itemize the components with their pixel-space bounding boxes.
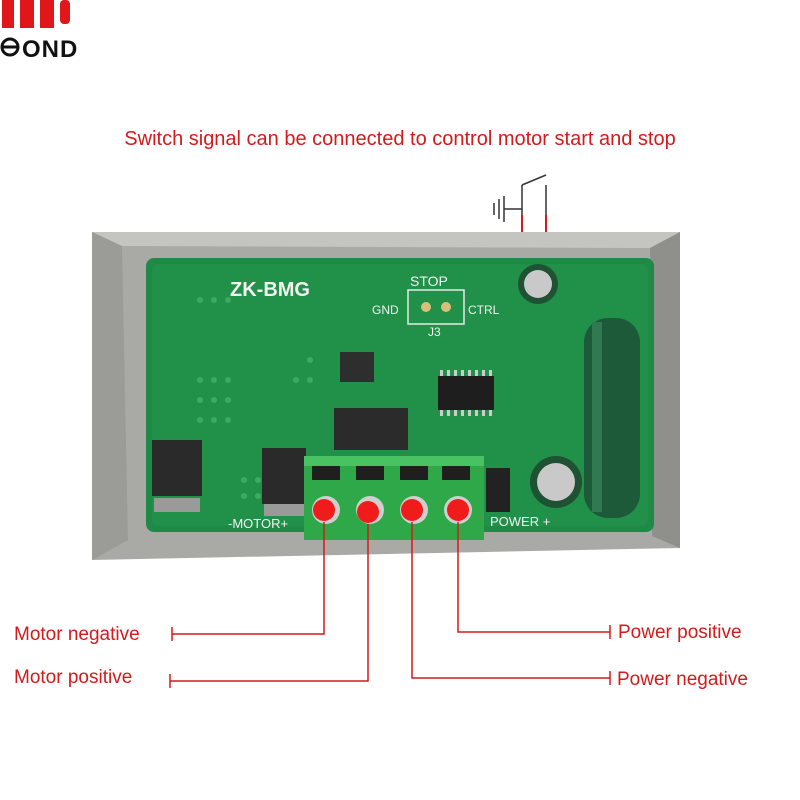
motor-positive-label: Motor positive (14, 667, 133, 688)
brand-logo: OND (0, 0, 80, 70)
motor-negative-label: Motor negative (14, 624, 140, 645)
terminal-block: -MOTOR+ POWER + (228, 456, 550, 540)
power-board-label: POWER + (490, 514, 550, 529)
power-negative-label: Power negative (617, 669, 748, 690)
stop-label: STOP (410, 273, 448, 289)
power-positive-marker (447, 499, 469, 521)
ctrl-label: CTRL (468, 303, 500, 317)
pcb: ZK-BMG STOP GND CTRL J3 (146, 258, 654, 532)
board-model: ZK-BMG (230, 279, 310, 301)
motor-board-label: -MOTOR+ (228, 516, 288, 531)
leader-lines (169, 522, 611, 688)
brand-target-icon (0, 37, 20, 57)
header-label: J3 (428, 325, 441, 339)
motor-negative-marker (313, 499, 335, 521)
gnd-label: GND (372, 303, 399, 317)
ground-symbol-icon (493, 196, 522, 222)
diagram-caption: Switch signal can be connected to contro… (124, 128, 676, 150)
motor-positive-marker (357, 501, 379, 523)
brand-text: OND (22, 36, 79, 63)
power-negative-marker (401, 499, 423, 521)
power-positive-label: Power positive (618, 622, 742, 643)
brand-bars-icon (2, 0, 70, 28)
